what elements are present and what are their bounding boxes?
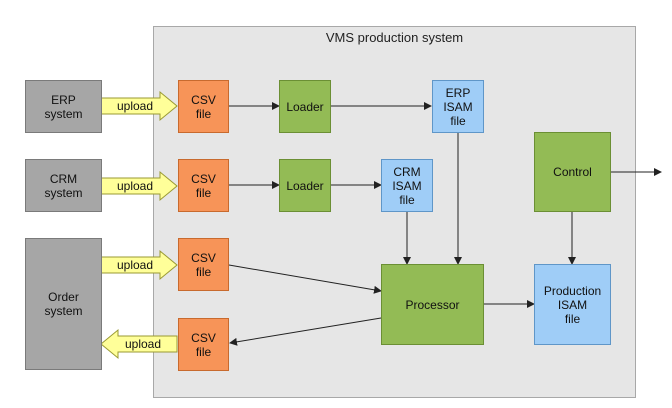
container-title: VMS production system [325, 30, 464, 45]
csv3-to-processor-arrow [228, 264, 382, 294]
crm-isam-file: CRM ISAM file [381, 159, 433, 212]
upload-arrow-order-out [100, 328, 178, 360]
loader-1: Loader [279, 80, 331, 133]
csv-file-2: CSV file [178, 159, 229, 212]
upload-label-erp: upload [116, 99, 154, 113]
order-system-box: Order system [25, 238, 102, 370]
control-box: Control [534, 132, 611, 212]
csv-file-1: CSV file [178, 80, 229, 133]
loader-2: Loader [279, 159, 331, 212]
upload-label-order-in: upload [116, 258, 154, 272]
upload-arrow-order-in [100, 249, 178, 281]
csv-file-4: CSV file [178, 318, 229, 371]
erp-isam-file: ERP ISAM file [432, 80, 484, 133]
erp-system-box: ERP system [25, 80, 102, 133]
upload-arrow-crm [100, 170, 178, 202]
processor-to-csv4-arrow [229, 317, 382, 346]
crm-system-box: CRM system [25, 159, 102, 212]
csv-file-3: CSV file [178, 238, 229, 291]
upload-label-crm: upload [116, 179, 154, 193]
upload-arrow-erp [100, 90, 178, 122]
processor-box: Processor [381, 264, 484, 345]
production-isam-file: Production ISAM file [534, 264, 611, 345]
upload-label-order-out: upload [124, 337, 162, 351]
